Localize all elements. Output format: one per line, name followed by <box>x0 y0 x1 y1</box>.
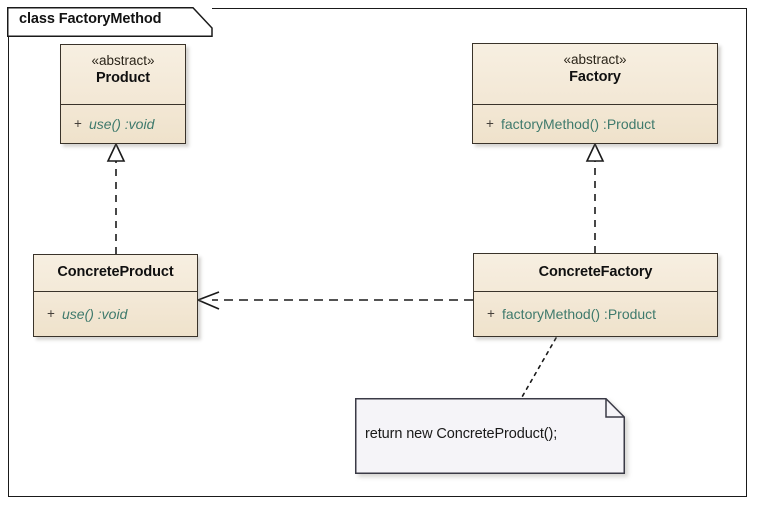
class-operations-concreteproduct: + use() :void <box>34 292 197 336</box>
class-header-concretefactory: ConcreteFactory <box>474 254 717 292</box>
class-name: Product <box>95 70 151 86</box>
note-text: return new ConcreteProduct(); <box>365 426 558 442</box>
operation-visibility: + <box>47 306 55 321</box>
class-header-factory: «abstract» Factory <box>473 44 717 105</box>
class-header-concreteproduct: ConcreteProduct <box>34 255 197 292</box>
operation-signature: use() :void <box>62 305 128 322</box>
class-header-product: «abstract» Product <box>61 45 185 105</box>
class-box-concreteproduct[interactable]: ConcreteProduct + use() :void <box>33 254 198 337</box>
class-stereotype: «abstract» <box>91 53 155 68</box>
class-operations-concretefactory: + factoryMethod() :Product <box>474 292 717 336</box>
frame-header-tab: class FactoryMethod <box>7 7 213 37</box>
operation-signature: use() :void <box>89 115 155 132</box>
frame-header-shape <box>7 7 213 37</box>
operation-visibility: + <box>74 116 82 131</box>
class-box-factory[interactable]: «abstract» Factory + factoryMethod() :Pr… <box>472 43 718 144</box>
operation-visibility: + <box>487 306 495 321</box>
note-shape <box>355 398 625 474</box>
class-stereotype: «abstract» <box>563 52 627 67</box>
frame-title: class FactoryMethod <box>19 11 162 27</box>
operation-signature: factoryMethod() :Product <box>501 115 656 132</box>
operation-visibility: + <box>486 116 494 131</box>
class-name: Factory <box>569 69 621 85</box>
class-box-product[interactable]: «abstract» Product + use() :void <box>60 44 186 144</box>
note-box[interactable]: return new ConcreteProduct(); <box>355 398 625 474</box>
class-operations-factory: + factoryMethod() :Product <box>473 105 717 143</box>
class-operations-product: + use() :void <box>61 105 185 143</box>
class-name: ConcreteFactory <box>538 264 653 280</box>
class-name: ConcreteProduct <box>57 264 174 280</box>
class-box-concretefactory[interactable]: ConcreteFactory + factoryMethod() :Produ… <box>473 253 718 337</box>
operation-signature: factoryMethod() :Product <box>502 305 657 322</box>
